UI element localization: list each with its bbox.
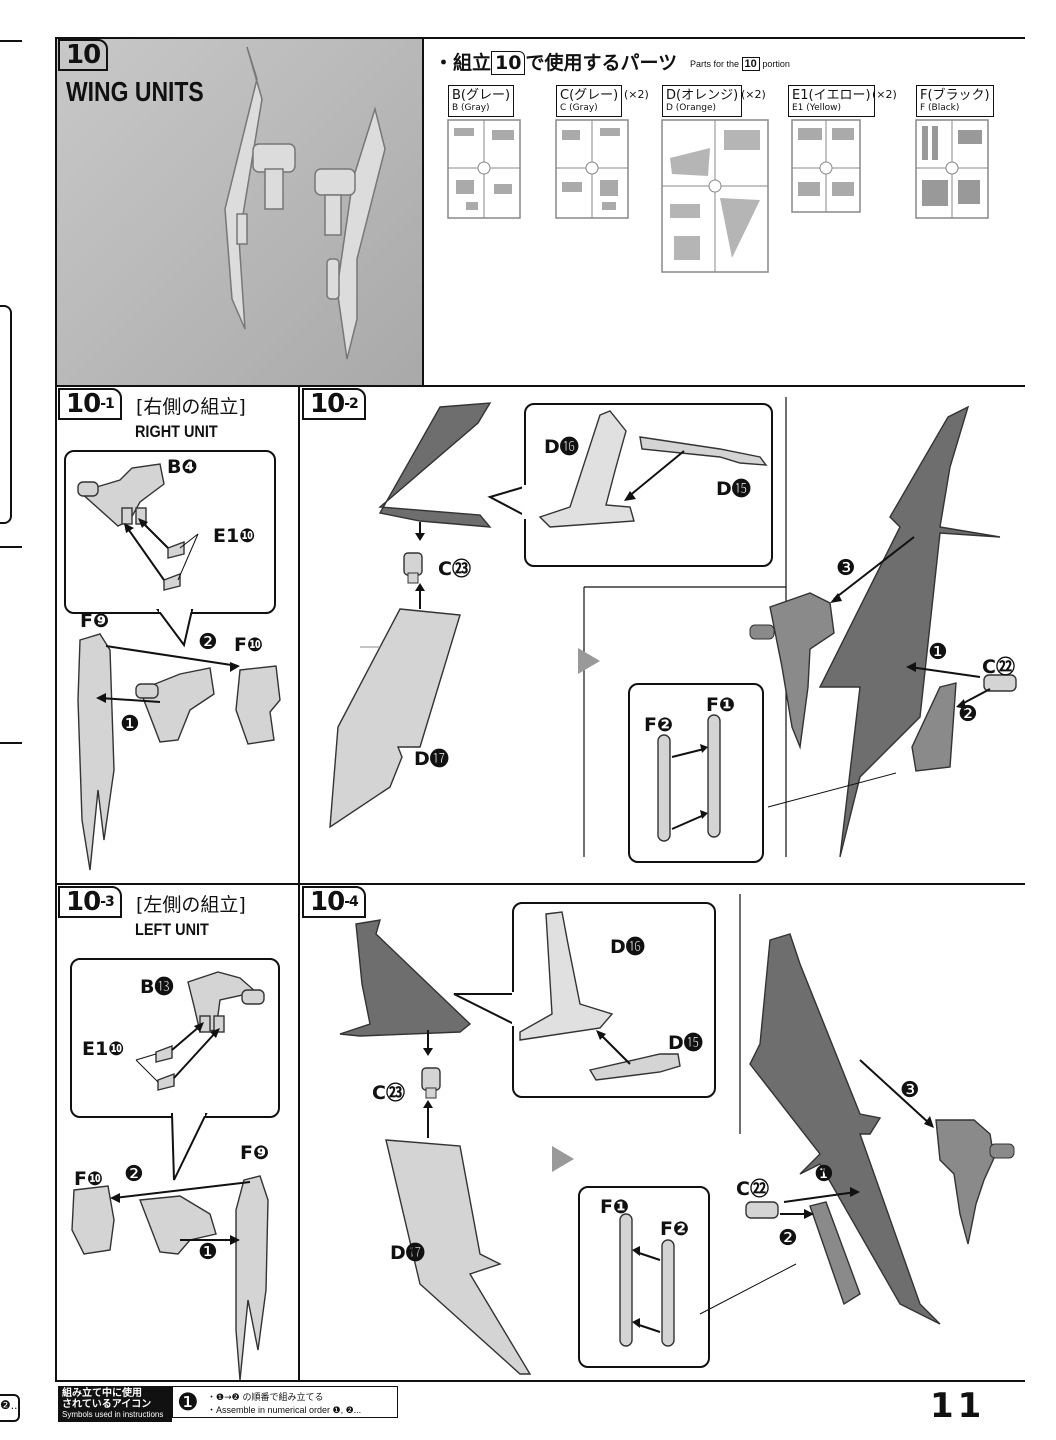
runner-d xyxy=(661,119,769,273)
step-10-1-drawing xyxy=(77,463,281,871)
step-marker-1: ❶ xyxy=(120,712,140,737)
step-10-number: 10 xyxy=(58,39,109,71)
seq-jp: ・❶→❷ の順番で組み立てる xyxy=(207,1393,324,1403)
step-10-1-number: 10-1 xyxy=(58,388,122,420)
label-f1: F❶ xyxy=(706,694,736,716)
label-d16b: D⓰ xyxy=(610,936,645,958)
runner-c xyxy=(555,119,629,219)
label-e1-10: E1❿ xyxy=(213,525,256,547)
part-e1-multiplier: (×2) xyxy=(872,88,897,101)
step-10-4-drawing xyxy=(339,894,1015,1375)
step-10-2-drawing xyxy=(329,397,1017,858)
part-f-header: F(ブラック)F (Black) xyxy=(916,85,994,117)
step-marker-2: ❷ xyxy=(198,630,218,655)
step-marker-1c: ❶ xyxy=(198,1240,218,1265)
vertical-rule-mid1 xyxy=(298,385,300,885)
step-marker-2d: ❷ xyxy=(778,1226,798,1251)
seq-en: ・Assemble in numerical order ❶, ❷... xyxy=(207,1405,362,1415)
label-f1b: F❶ xyxy=(600,1196,630,1218)
step-marker-2c: ❷ xyxy=(124,1162,144,1187)
part-d-header: D(オレンジ)D (Orange) xyxy=(662,85,743,117)
label-b4: B❹ xyxy=(167,456,198,478)
label-d15b: D⓯ xyxy=(668,1032,703,1054)
vertical-rule-mid2 xyxy=(298,883,300,1380)
part-b-header: B(グレー)B (Gray) xyxy=(448,85,515,117)
left-edge-rule-2 xyxy=(0,546,22,548)
step-10-4-inset-box xyxy=(578,1186,710,1368)
parts-header-en: Parts for the 10 portion xyxy=(690,57,790,71)
runner-f xyxy=(915,119,989,219)
top-rule xyxy=(55,37,1025,39)
wing-units-photo-drawing xyxy=(224,46,386,360)
runner-e1 xyxy=(791,119,861,213)
part-d-multiplier: (×2) xyxy=(741,88,766,101)
runner-b xyxy=(447,119,521,219)
label-f10: F❿ xyxy=(234,634,264,656)
label-d17b: D⓱ xyxy=(390,1242,425,1264)
step-10-1-en-title: RIGHT UNIT xyxy=(135,422,218,441)
step-marker-1d: ❶ xyxy=(814,1162,834,1187)
step-10-3-en-title: LEFT UNIT xyxy=(135,920,209,939)
left-edge-box xyxy=(0,305,12,524)
step-10-4-number: 10-4 xyxy=(302,886,366,918)
seq-icon: ❶ xyxy=(177,1388,199,1416)
step-10-3-drawing xyxy=(71,971,269,1380)
part-c-header: C(グレー)C (Gray) xyxy=(556,85,623,117)
label-f2: F❷ xyxy=(644,714,674,736)
part-c-multiplier: (×2) xyxy=(624,88,649,101)
step-10-3-jp-title: [左側の組立] xyxy=(136,894,246,916)
vertical-rule-top xyxy=(422,37,424,387)
label-f9b: F❾ xyxy=(240,1142,270,1164)
step-10-2-number: 10-2 xyxy=(302,388,366,420)
page-number: 11 xyxy=(930,1386,986,1426)
step-10-3-number: 10-3 xyxy=(58,886,122,918)
label-d15: D⓯ xyxy=(716,478,751,500)
step-marker-3: ❸ xyxy=(836,556,856,581)
label-d16: D⓰ xyxy=(544,436,579,458)
label-b13: B⓭ xyxy=(140,976,174,998)
left-edge-box-2 xyxy=(0,1394,20,1422)
section-rule-1 xyxy=(55,385,1025,387)
footer-seq-legend: ❶ ・❶→❷ の順番で組み立てる ・Assemble in numerical … xyxy=(172,1386,398,1418)
left-edge-text: ❷... xyxy=(0,1398,21,1412)
footer-icon-legend-title: 組み立て中に使用 されているアイコン Symbols used in instr… xyxy=(58,1386,172,1422)
label-f10b: F❿ xyxy=(74,1168,104,1190)
step-10-title: WING UNITS xyxy=(66,76,204,107)
step-10-2-inset-box xyxy=(628,683,764,863)
step-marker-3d: ❸ xyxy=(900,1078,920,1103)
section-rule-2 xyxy=(55,883,1025,885)
label-f9: F❾ xyxy=(80,610,110,632)
label-f2b: F❷ xyxy=(660,1218,690,1240)
label-c23b: C㉓ xyxy=(372,1082,405,1104)
label-c23: C㉓ xyxy=(438,558,471,580)
label-d17: D⓱ xyxy=(414,748,449,770)
next-arrow-2 xyxy=(552,1146,574,1172)
step-10-1-jp-title: [右側の組立] xyxy=(136,396,246,418)
part-e1-header: E1(イエロー)E1 (Yellow) xyxy=(788,85,875,117)
label-c22b: C㉒ xyxy=(736,1178,769,1200)
label-c22: C㉒ xyxy=(982,656,1015,678)
section-rule-3 xyxy=(55,1380,1025,1382)
label-e1-10b: E1❿ xyxy=(82,1038,125,1060)
left-edge-rule-1 xyxy=(0,40,22,42)
vertical-rule-left xyxy=(55,37,57,1382)
step-marker-1b: ❶ xyxy=(928,640,948,665)
step-marker-2b: ❷ xyxy=(958,702,978,727)
left-edge-rule-3 xyxy=(0,742,22,744)
next-arrow xyxy=(578,648,600,674)
